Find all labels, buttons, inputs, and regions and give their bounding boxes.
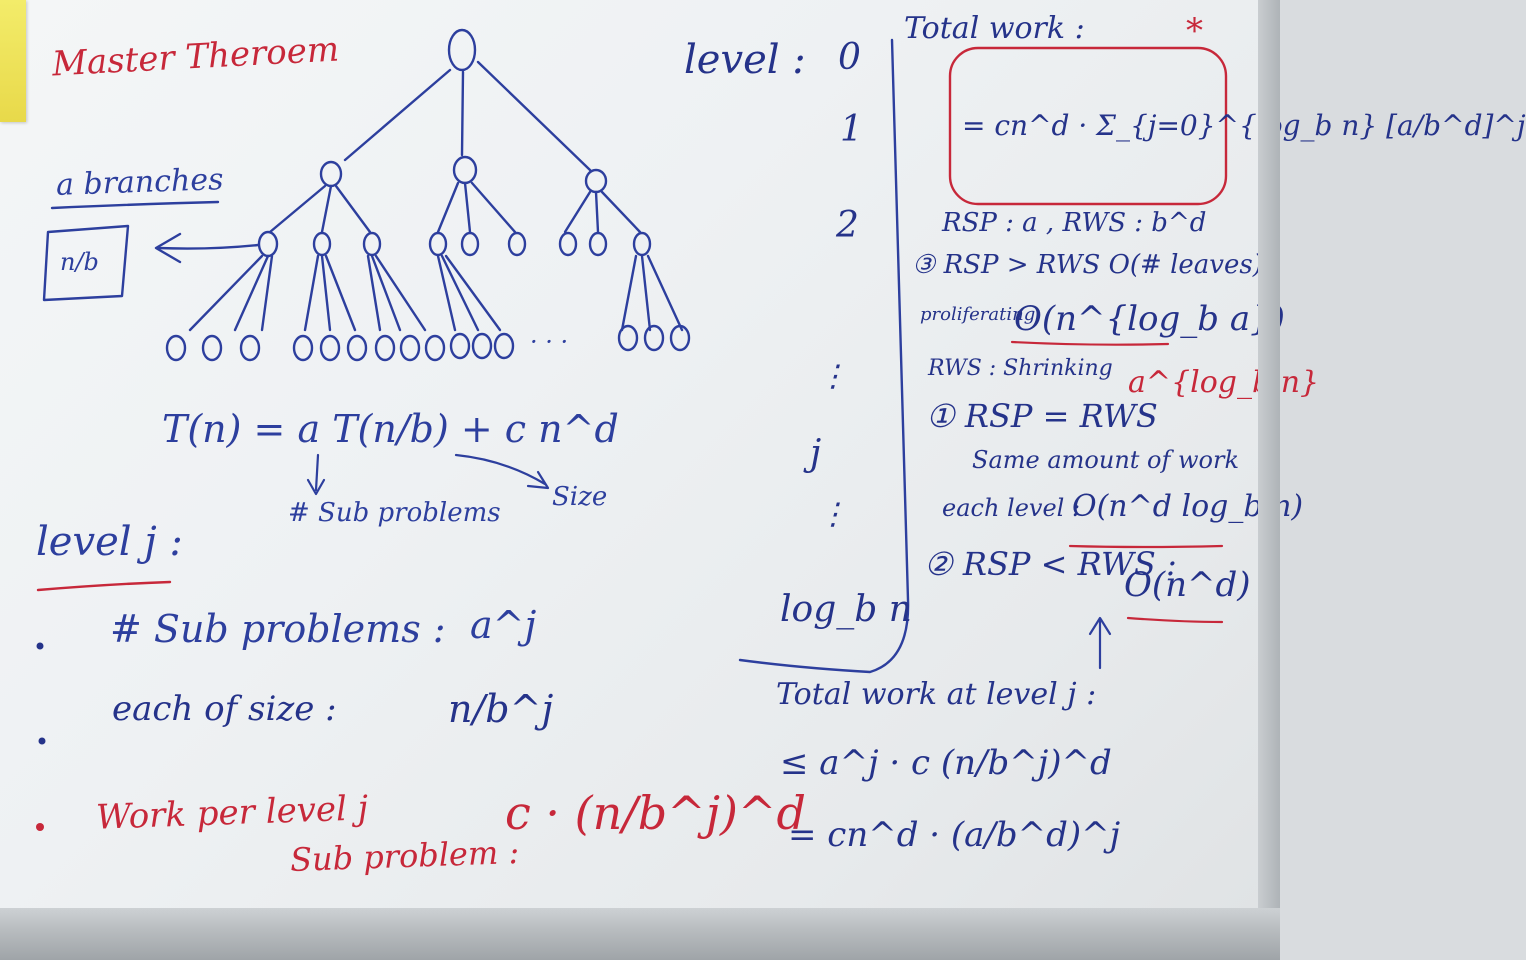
- case1-underline: [1068, 544, 1224, 549]
- whiteboard-marker-tray: [0, 908, 1280, 960]
- subproblems-label: # Sub problems :: [110, 607, 446, 651]
- total-work-level-heading: Total work at level j :: [776, 677, 1097, 712]
- case3-label: ③ RSP > RWS O(# leaves): [912, 250, 1263, 280]
- recurrence-subproblems-note: # Sub problems: [288, 498, 501, 528]
- size-label: each of size :: [112, 689, 337, 729]
- case3-underline: [1010, 340, 1170, 346]
- case1-label: ① RSP = RWS: [926, 397, 1158, 435]
- case2-arrow: [1088, 616, 1112, 670]
- a-log-note: a^{log_b n}: [1128, 365, 1320, 400]
- case3-result: O(n^{log_b a}): [1014, 299, 1286, 339]
- branches-annotation: [42, 200, 260, 302]
- recurrence-formula: T(n) = a T(n/b) + c n^d: [162, 407, 619, 451]
- tree-leaf: [424, 334, 446, 362]
- bullet: [38, 737, 46, 745]
- bullet: [36, 642, 44, 650]
- tree-leaf: [346, 334, 368, 362]
- tree-node: [632, 231, 652, 257]
- branches-arrow: [156, 243, 260, 250]
- case1-note: Same amount of work: [972, 446, 1240, 474]
- total-work-star: *: [1186, 11, 1203, 51]
- total-work-box: [948, 46, 1228, 206]
- level-item: ⋮: [818, 359, 848, 394]
- tree-node: [588, 231, 608, 257]
- level-item: log_b n: [780, 589, 912, 630]
- tree-root-node: [447, 28, 477, 72]
- tree-node: [558, 231, 578, 257]
- subproblem-box: [42, 224, 130, 302]
- whiteboard-drawings: [36, 28, 1228, 831]
- recurrence-arrows: [306, 453, 550, 496]
- tree-leaf: [165, 334, 187, 362]
- tree-leaf: [669, 324, 691, 352]
- tree-leaf: [201, 334, 223, 362]
- tree-leaf: [643, 324, 665, 352]
- bullet: [36, 823, 44, 831]
- tree-leaf: [292, 334, 314, 362]
- divider-line: [738, 38, 910, 674]
- recurrence-size-note: Size: [552, 482, 608, 512]
- total-work-heading: Total work :: [904, 11, 1085, 46]
- tree-leaf: [493, 332, 515, 360]
- level-item: 0: [838, 37, 861, 78]
- tree-leaf: [471, 332, 493, 360]
- tree-leaf: [239, 334, 261, 362]
- rsp-rws-definition: RSP : a , RWS : b^d: [942, 208, 1207, 238]
- branches-label: a branches: [55, 162, 224, 203]
- proliferating-note: proliferating: [920, 304, 1036, 325]
- whiteboard-frame-right: [1258, 0, 1280, 960]
- total-work-level-line1: ≤ a^j · c (n/b^j)^d: [780, 743, 1112, 783]
- tree-leaf: [374, 334, 396, 362]
- level-item: j: [810, 433, 822, 474]
- total-work-level-line2: = cn^d · (a/b^d)^j: [788, 815, 1121, 855]
- tree-leaf: [449, 332, 471, 360]
- work-per-level-label: Work per level j: [95, 788, 369, 838]
- case2-label: ② RSP < RWS :: [924, 545, 1177, 583]
- level-j-heading: level j :: [36, 519, 183, 565]
- level-item: 2: [836, 205, 859, 246]
- tree-leaf: [617, 324, 639, 352]
- box-label: n/b: [60, 248, 99, 276]
- tree-node: [428, 231, 448, 257]
- tree-node: [319, 160, 343, 188]
- size-value: n/b^j: [448, 687, 554, 731]
- tree-node: [452, 155, 478, 185]
- tree-ellipsis: · · ·: [530, 328, 569, 356]
- total-work-formula: = cn^d · Σ_{j=0}^{log_b n} [a/b^d]^j: [962, 109, 1526, 142]
- tree-node: [362, 231, 382, 257]
- tree-node: [257, 230, 279, 258]
- levels-heading: level :: [684, 37, 806, 83]
- sticky-note: [0, 0, 26, 122]
- branches-arrowhead: [154, 232, 182, 264]
- level-item: 1: [840, 109, 863, 150]
- tree-leaf: [319, 334, 341, 362]
- recursion-tree: [165, 28, 691, 362]
- tree-node: [312, 231, 332, 257]
- level-j-underline: [36, 580, 172, 592]
- tree-node: [584, 168, 608, 194]
- rws-shrinking-note: RWS : Shrinking: [928, 356, 1113, 381]
- case1-result-label: each level :: [942, 494, 1081, 522]
- subproblems-value: a^j: [470, 603, 537, 647]
- branches-underline: [50, 200, 220, 210]
- bullets: [36, 642, 46, 831]
- case2-result: O(n^d): [1124, 565, 1251, 605]
- work-per-level-value: c · (n/b^j)^d: [505, 786, 806, 840]
- work-per-level-label-2: Sub problem :: [289, 833, 520, 879]
- tree-node: [460, 231, 480, 257]
- tree-node: [507, 231, 527, 257]
- tree-leaf: [399, 334, 421, 362]
- case2-underline: [1126, 616, 1224, 624]
- level-item: ⋮: [818, 497, 848, 532]
